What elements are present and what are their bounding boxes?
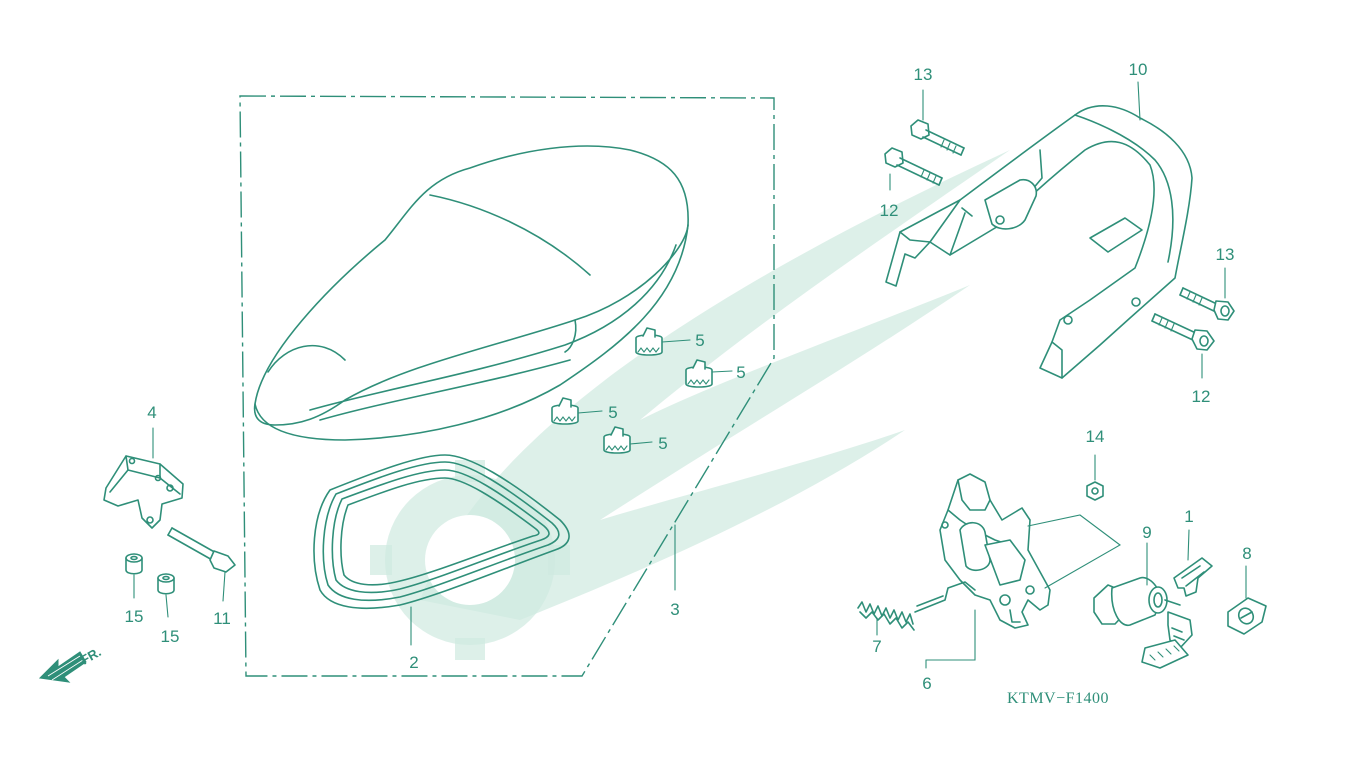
leader-lines [133, 81, 1247, 669]
callout-5a: 5 [695, 331, 704, 350]
grab-rail [885, 104, 1193, 379]
callout-8: 8 [1242, 544, 1251, 563]
bolt-13-upper [910, 119, 965, 156]
seat-cushion-4 [603, 426, 631, 454]
seat-cushions [551, 327, 713, 454]
callout-15a: 15 [125, 607, 144, 626]
lock-clip [1173, 557, 1213, 597]
bolt-13-lower [1179, 287, 1235, 321]
callout-9: 9 [1142, 523, 1151, 542]
watermark-wing-logo [370, 150, 1010, 660]
callout-12b: 12 [1192, 387, 1211, 406]
callout-10: 10 [1129, 60, 1148, 79]
diagram-code: KTMV−F1400 [1007, 690, 1109, 707]
nut-2 [157, 573, 175, 595]
lock-cover [1227, 597, 1267, 635]
nuts [125, 553, 175, 595]
bolts-lower [1151, 287, 1235, 351]
callout-13a: 13 [914, 65, 933, 84]
callout-3: 3 [670, 600, 679, 619]
seat-cushion-1 [635, 327, 663, 356]
seat-assembly-boundary [239, 95, 775, 677]
seat-lock-assembly [914, 473, 1051, 629]
callout-labels: 1 2 3 4 5 5 5 5 6 7 8 9 10 11 12 12 13 1… [125, 60, 1252, 693]
front-direction-arrow-icon: FR. [38, 644, 104, 683]
callout-12a: 12 [880, 201, 899, 220]
callout-4: 4 [147, 403, 156, 422]
bolts-upper [884, 119, 965, 186]
callout-1: 1 [1184, 507, 1193, 526]
callout-6: 6 [922, 674, 931, 693]
callout-5b: 5 [736, 363, 745, 382]
lock-nut [1086, 481, 1104, 501]
callout-5d: 5 [658, 434, 667, 453]
seat-hinge-bracket [103, 455, 184, 529]
callout-5c: 5 [608, 403, 617, 422]
callout-13b: 13 [1216, 245, 1235, 264]
seat-cushion-2 [685, 359, 713, 388]
callout-15b: 15 [161, 627, 180, 646]
lock-spring [857, 601, 915, 631]
key-cylinder [1093, 576, 1193, 669]
callout-11: 11 [213, 609, 231, 628]
callout-14: 14 [1086, 427, 1105, 446]
seat-gasket [313, 454, 570, 610]
callout-2: 2 [409, 653, 418, 672]
seat [253, 145, 689, 441]
callout-7: 7 [872, 637, 881, 656]
seat-cushion-3 [551, 397, 579, 425]
bolt-12-upper [884, 147, 943, 186]
bolt-12-lower [1151, 313, 1215, 351]
hinge-bolt [167, 527, 236, 573]
nut-1 [125, 553, 143, 575]
